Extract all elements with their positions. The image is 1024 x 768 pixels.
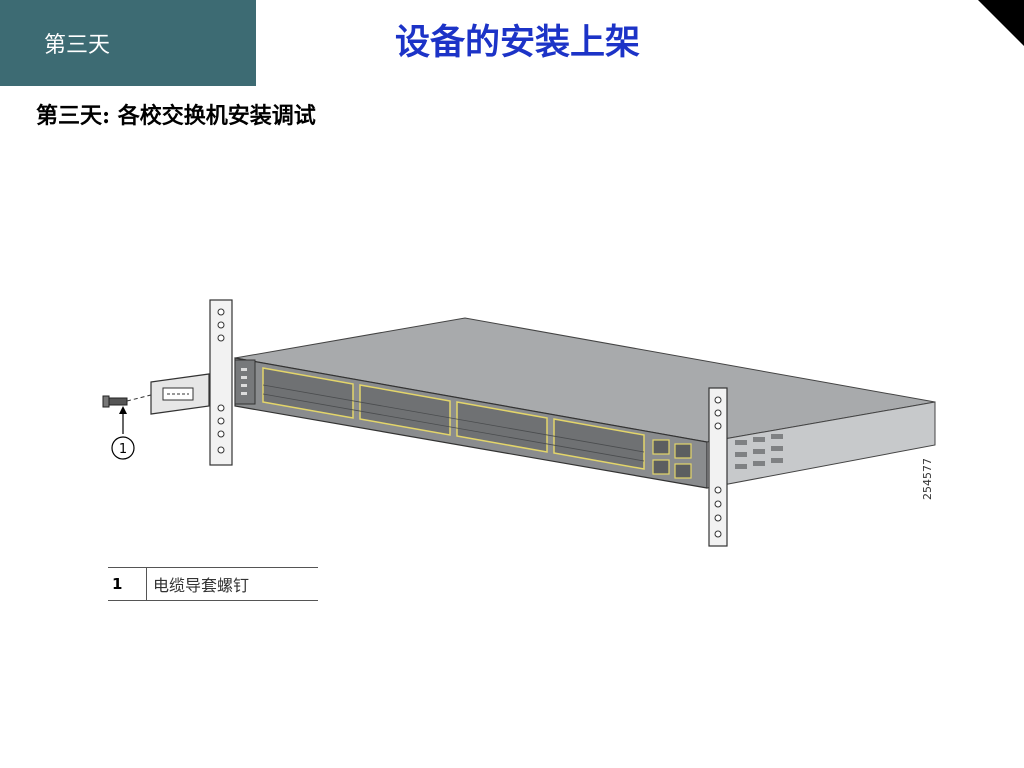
switch-rack-diagram: 1 254577: [102, 299, 936, 547]
day-tab: 第三天: [0, 0, 256, 86]
slide-subtitle: 第三天: 各校交换机安装调试: [36, 103, 316, 129]
side-vents: [735, 434, 783, 469]
cable-guide: [150, 373, 210, 415]
callout-circle: [111, 436, 135, 460]
slide-title: 设备的安装上架: [395, 22, 641, 63]
figure-id: 254577: [921, 458, 934, 500]
callout-number: 1: [119, 442, 127, 457]
legend-number: 1: [108, 568, 147, 600]
legend-table: 1 电缆导套螺钉: [108, 567, 318, 601]
left-rack-rail: [209, 299, 233, 466]
day-label: 第三天: [44, 33, 111, 58]
cable-guide-screw: [102, 394, 152, 408]
uplink-ports: [652, 439, 692, 479]
legend-description: 电缆导套螺钉: [153, 576, 250, 595]
corner-triangle: [978, 0, 1024, 46]
right-rack-rail: [708, 387, 728, 547]
